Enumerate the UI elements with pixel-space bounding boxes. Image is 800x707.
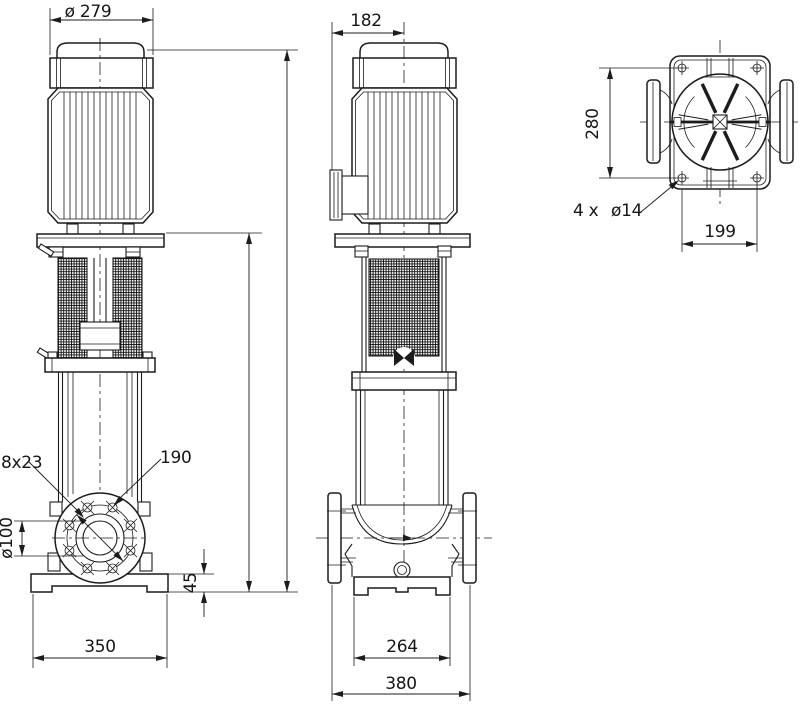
front-column: [47, 372, 153, 572]
front-coupling: [79, 321, 121, 351]
front-view: [14, 8, 298, 668]
label-bolt-spacing-width: 199: [704, 222, 736, 242]
top-port-flange-left: [646, 79, 673, 164]
label-flange-holes: 8x23: [1, 453, 42, 473]
side-view: [316, 22, 492, 701]
fan-blade-thin-lines: [678, 114, 762, 130]
dim-port-diameter: [14, 520, 83, 557]
dim-base-width: [32, 594, 168, 668]
dim-flange-to-flange: [331, 585, 471, 701]
fan-blades: [700, 83, 740, 161]
front-flange-bolts: [62, 500, 138, 576]
label-port-diameter: ø100: [0, 517, 17, 559]
side-motor-fins: [367, 92, 441, 219]
label-bolt-spacing-depth: 280: [583, 108, 603, 140]
front-motor-body: [47, 87, 154, 224]
coupling-guard-left: [394, 349, 404, 366]
side-column: [355, 390, 449, 505]
dimension-labels: ø 279 182 280 4 x ø14 199 8x23 190 ø100 …: [0, 2, 736, 694]
dim-motor-axis-to-box: [331, 22, 404, 170]
top-cap-projection: [703, 58, 737, 188]
label-flange-to-flange: 380: [385, 674, 417, 694]
side-motor-plate: [334, 223, 471, 248]
top-port-flange-right: [767, 79, 794, 164]
leader-bolt-circle: [113, 458, 162, 506]
top-bolt-holes: [675, 61, 764, 185]
front-port-flange: [52, 492, 148, 584]
side-seal-housing: [351, 371, 457, 391]
label-base-width: 350: [84, 637, 116, 657]
front-clamp-screw-top: [37, 243, 55, 257]
label-foot-width: 264: [386, 637, 418, 657]
leader-base-holes: [640, 180, 679, 213]
dim-foot-width: [353, 597, 451, 666]
top-view: [599, 40, 798, 252]
dim-bolt-spacing-width: [681, 184, 758, 252]
side-lantern-screen: [368, 258, 440, 357]
side-port-flanges: [327, 492, 477, 584]
top-mid-band: [670, 114, 770, 130]
label-base-height: 45: [181, 572, 201, 593]
label-hole-count: 4 x: [573, 201, 599, 221]
label-bolt-circle-diameter: 190: [160, 448, 192, 468]
dim-total-height: [147, 49, 298, 593]
label-motor-diameter: ø 279: [65, 2, 112, 22]
leader-flange-holes: [27, 460, 84, 518]
label-hole-diameter: ø14: [611, 201, 642, 221]
side-motor-body: [351, 87, 458, 224]
side-lantern: [354, 245, 452, 372]
coupling-guard-right: [404, 349, 414, 366]
dim-motor-diameter: [49, 8, 154, 55]
front-seal-housing: [44, 351, 156, 373]
side-pedestal: [353, 576, 451, 596]
dim-bolt-spacing-depth: [599, 67, 676, 179]
drain-plug: [397, 565, 407, 575]
dim-base-height: [168, 549, 214, 617]
front-motor-fins: [63, 92, 137, 219]
terminal-box: [329, 169, 369, 221]
label-motor-axis-to-box: 182: [350, 11, 382, 31]
front-motor-plate: [36, 223, 165, 258]
